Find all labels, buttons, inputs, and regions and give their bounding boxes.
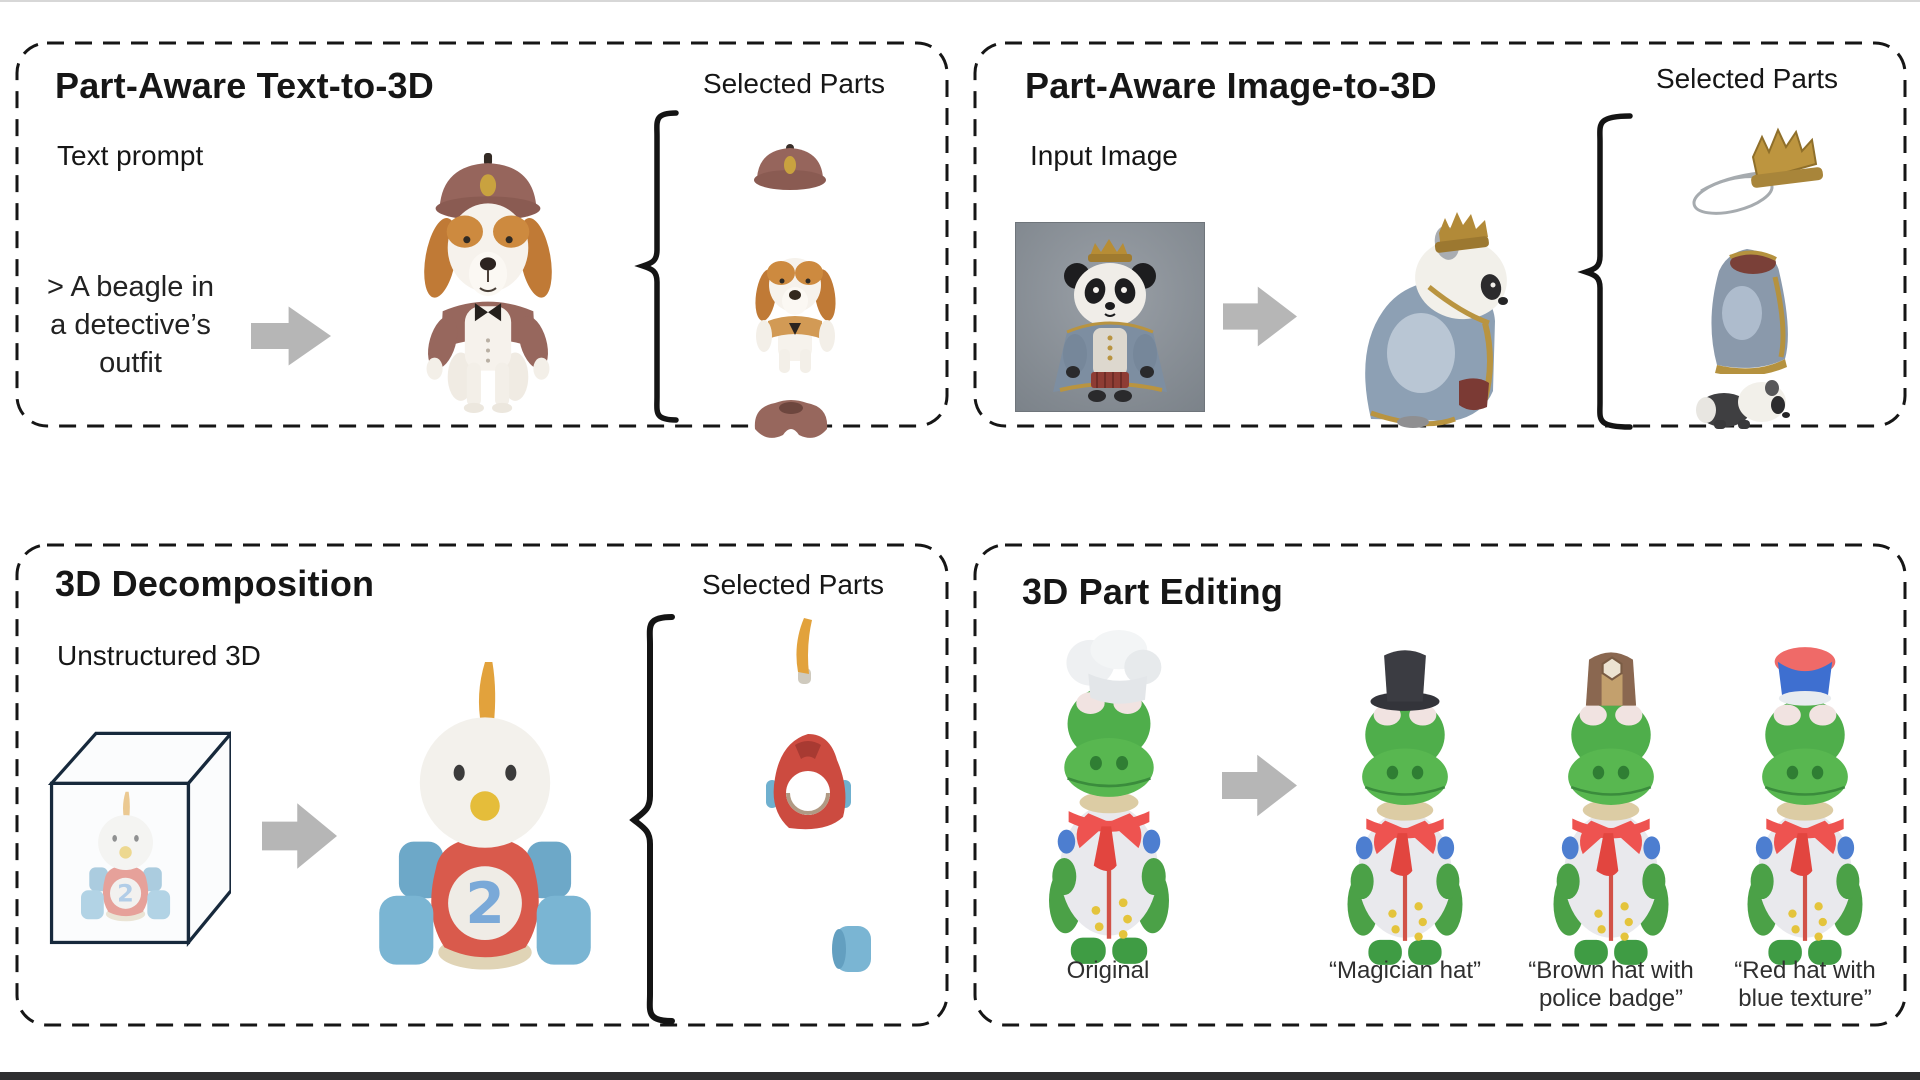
panel-text-to-3d: Part-Aware Text-to-3D Text prompt > A be… (17, 43, 947, 438)
part-crown (1692, 127, 1824, 215)
toy-number: 2 (117, 880, 134, 908)
panel-title-text-to-3d: Part-Aware Text-to-3D (55, 65, 434, 106)
right-arrow-icon (262, 796, 337, 876)
part-beagle-body (755, 258, 836, 373)
bottom-edge-bar (0, 1072, 1920, 1080)
beagle-3d-model (424, 153, 552, 413)
brace-image-to-3d (1577, 113, 1633, 430)
part-body-ring (766, 734, 851, 830)
part-feather (796, 618, 812, 684)
part-robe (1711, 249, 1788, 374)
selected-parts-heading-image-to-3d: Selected Parts (1655, 63, 1839, 94)
caption-brown-hat: “Brown hat with police badge” (1506, 957, 1716, 1013)
toy-number: 2 (465, 871, 504, 937)
panel-image-to-3d: Part-Aware Image-to-3D Input Image (975, 43, 1905, 429)
panda-3d-model (1365, 212, 1508, 428)
panel-part-editing: 3D Part Editing (975, 545, 1905, 1025)
prompt-text: > A beagle in a detective’s outfit (18, 268, 243, 382)
panel-decomposition: 3D Decomposition Unstructured 3D 2 2 Sel… (17, 545, 947, 1025)
top-edge-line (0, 0, 1920, 2)
prompt-line-2: a detective’s (50, 309, 211, 341)
crocodile-red-blue-hat (1746, 647, 1864, 967)
caption-line: police badge” (1538, 985, 1684, 1012)
part-detective-hat (754, 144, 826, 190)
unstructured-3d-label: Unstructured 3D (57, 640, 261, 671)
caption-magician-hat: “Magician hat” (1300, 957, 1510, 985)
caption-line: “Brown hat with (1528, 957, 1694, 984)
crocodile-original-chef (1049, 630, 1169, 966)
part-panda-body (1696, 380, 1790, 429)
part-detective-coat (754, 400, 828, 438)
panel-border-image-to-3d (973, 41, 1907, 428)
caption-line: “Red hat with (1734, 957, 1876, 984)
caption-line: “Magician hat” (1328, 957, 1482, 984)
panel-title-part-editing: 3D Part Editing (1022, 571, 1284, 612)
input-image-label: Input Image (1030, 140, 1178, 171)
caption-original: Original (1003, 957, 1213, 985)
panel-border-part-editing (973, 543, 1907, 1027)
unstructured-3d-box: 2 (47, 730, 231, 947)
panel-border-text-to-3d (15, 41, 949, 428)
panel-title-image-to-3d: Part-Aware Image-to-3D (1025, 65, 1437, 106)
crocodile-brown-hat (1552, 652, 1670, 967)
part-wheel (832, 926, 871, 972)
brace-decomposition (629, 614, 675, 1024)
panel-title-decomposition: 3D Decomposition (55, 563, 375, 604)
caption-red-hat: “Red hat with blue texture” (1700, 957, 1910, 1013)
panel-border-decomposition (15, 543, 949, 1027)
brace-text-to-3d (634, 110, 679, 423)
selected-parts-heading-decomposition: Selected Parts (701, 569, 885, 600)
right-arrow-icon (1223, 280, 1297, 353)
selected-parts-heading-text-to-3d: Selected Parts (702, 68, 886, 99)
prompt-line-3: outfit (99, 347, 162, 379)
input-image-panda-king (1015, 222, 1205, 412)
text-prompt-label: Text prompt (57, 140, 204, 171)
crocodile-magician-hat (1346, 650, 1464, 967)
right-arrow-icon (251, 300, 331, 372)
right-arrow-icon (1222, 748, 1297, 823)
caption-line: blue texture” (1738, 985, 1872, 1012)
chicken-toy-3d-model: 2 (379, 662, 591, 970)
prompt-line-1: > A beagle in (47, 271, 214, 303)
caption-line: Original (1066, 957, 1150, 984)
